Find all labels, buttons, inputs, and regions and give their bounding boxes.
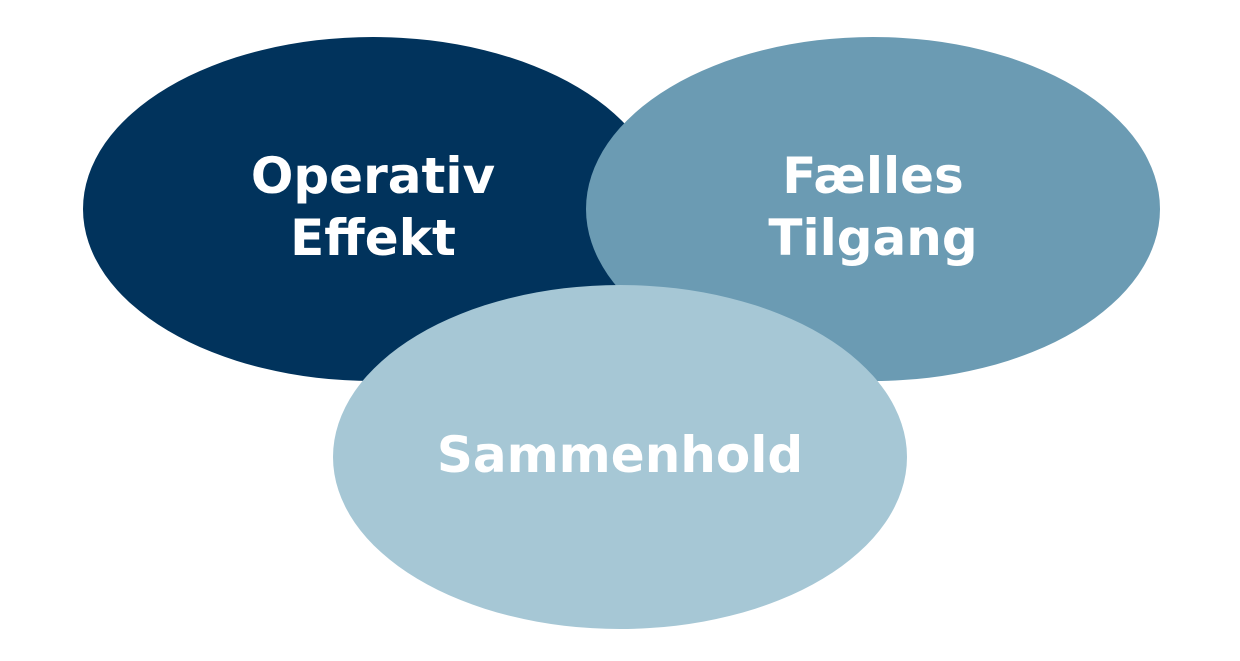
ellipse-sammenhold <box>333 285 907 629</box>
label-sammenhold-line-1: Sammenhold <box>436 426 804 484</box>
label-faelles-tilgang: Fælles Tilgang <box>693 145 1053 269</box>
label-operativ-effekt-line-2: Effekt <box>290 209 456 267</box>
label-operativ-effekt-line-1: Operativ <box>250 147 496 205</box>
label-faelles-tilgang-line-1: Fælles <box>782 147 964 205</box>
label-operativ-effekt: Operativ Effekt <box>193 145 553 269</box>
label-faelles-tilgang-line-2: Tilgang <box>768 209 978 267</box>
label-sammenhold: Sammenhold <box>420 424 820 486</box>
